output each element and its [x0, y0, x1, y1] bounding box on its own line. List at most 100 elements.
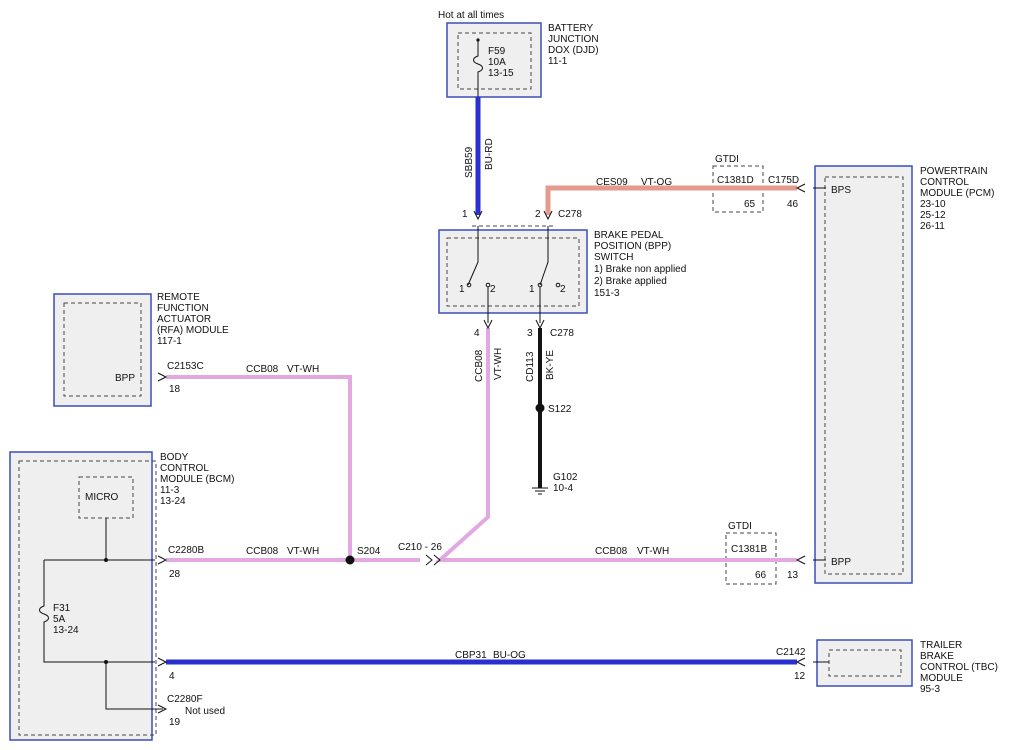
bcm-name-line: 11-3 — [160, 485, 180, 496]
arrow-icon — [535, 319, 545, 330]
rfa-name-line: 117-1 — [157, 336, 182, 347]
fuse-f59-symbol — [473, 40, 483, 97]
gtdi-top-pin: 65 — [744, 199, 756, 210]
pcm-bps-signal: BPS — [831, 185, 851, 196]
tbc-name-line: TRAILER — [920, 640, 962, 651]
bpp-bottom-connector: C278 — [550, 328, 574, 339]
bcm-pin-19: 19 — [169, 717, 181, 728]
arrow-icon — [157, 555, 168, 565]
wire-cbp31-circuit: CBP31 — [455, 650, 487, 661]
wire-ces09-circuit: CES09 — [596, 177, 628, 188]
fuse-f59-rating: 10A — [488, 57, 506, 68]
bpp-left-switch-blade — [467, 226, 479, 286]
rfa-name-line: FUNCTION — [157, 303, 209, 314]
pcm-name-line: 26-11 — [920, 221, 945, 232]
battery-junction-box: Hot at all times F59 10A 13-15 BATTERY J… — [438, 10, 599, 98]
wire-cbp31: CBP31 BU-OG — [166, 650, 797, 665]
arrow-icon — [795, 555, 806, 565]
bcm-module: MICRO BODY CONTROL MODULE (BCM) 11-3 13-… — [9, 451, 234, 741]
bpp-name-line: SWITCH — [594, 252, 633, 263]
arrow-icon — [795, 657, 806, 667]
wire-ccb08-bcm: CCB08 VT-WH S204 C210 - 26 — [166, 542, 442, 565]
fuse-f59-terminal — [476, 38, 480, 42]
bcm-name-line: BODY — [160, 452, 189, 463]
arrow-icon — [795, 183, 806, 193]
gtdi-bottom-connector: GTDI C1381B 66 — [725, 521, 777, 585]
rfa-name-line: ACTUATOR — [157, 314, 211, 325]
bpp-contact-label: 2 — [490, 284, 496, 295]
wire-ces09-line — [545, 185, 797, 215]
pcm-bpp-signal: BPP — [831, 557, 851, 568]
bpp-contact-label: 1 — [529, 284, 535, 295]
pcm-pin-bpp: 13 — [787, 570, 799, 581]
bcm-fuse-ref: 13-24 — [53, 625, 79, 636]
bpp-right-switch-blade — [539, 226, 549, 286]
bpp-top-connector: C278 — [558, 209, 582, 220]
bpp-contact-label: 2 — [560, 284, 566, 295]
wire-ccb08-color: VT-WH — [493, 348, 504, 380]
arrow-icon — [813, 187, 829, 663]
arrow-icon — [157, 372, 168, 382]
rfa-module: BPP REMOTE FUNCTION ACTUATOR (RFA) MODUL… — [53, 292, 229, 407]
wire-ccb08-color: VT-WH — [287, 546, 319, 557]
wire-ccb08-bpp: CCB08 VT-WH CCB08 VT-WH 4 — [434, 328, 797, 562]
bcm-name-line: CONTROL — [160, 463, 209, 474]
bcm-name-line: MODULE (BCM) — [160, 474, 234, 485]
connector-arrows — [157, 183, 829, 714]
bcm-name-line: 13-24 — [160, 496, 186, 507]
bpp-name-line: BRAKE PEDAL — [594, 230, 664, 241]
bpp-pin-3: 3 — [527, 328, 533, 339]
bcm-connector-f: C2280F — [167, 694, 203, 705]
rfa-pin: 18 — [169, 384, 181, 395]
tbc-module: C2142 12 TRAILER BRAKE CONTROL (TBC) MOD… — [776, 639, 998, 695]
splice-s122-label: S122 — [548, 404, 572, 415]
tbc-name-line: BRAKE — [920, 651, 954, 662]
pcm-module: BPS BPP C175D 46 13 POWERTRAIN CONTROL M… — [768, 165, 994, 584]
bpp-name-line: 2) Brake applied — [594, 276, 667, 287]
wire-ccb08-circuit: CCB08 — [474, 349, 485, 382]
pcm-name-line: CONTROL — [920, 177, 969, 188]
bpp-internal-wire — [487, 287, 541, 323]
bcm-internal-wiring — [39, 518, 155, 710]
bpp-pin-2: 2 — [535, 209, 541, 220]
wire-ccb08-circuit: CCB08 — [246, 546, 279, 557]
bcm-pin-4: 4 — [169, 671, 175, 682]
ground-ref: 10-4 — [553, 483, 573, 494]
bcm-fuse-name: F31 — [53, 603, 71, 614]
bcm-fuse-rating: 5A — [53, 614, 66, 625]
bcm-micro-label: MICRO — [85, 492, 119, 503]
wire-cd113-circuit: CD113 — [525, 351, 536, 382]
ground-name: G102 — [553, 472, 578, 483]
wire-ccb08-rfa-line — [166, 375, 352, 560]
pcm-name-line: MODULE (PCM) — [920, 188, 994, 199]
djb-name-line: BATTERY — [548, 23, 594, 34]
tbc-name-line: CONTROL (TBC) — [920, 662, 998, 673]
wire-sbb59-color: BU-RD — [484, 138, 495, 170]
wire-ces09-color: VT-OG — [641, 177, 672, 188]
bpp-right-contact-2 — [555, 282, 561, 288]
bpp-switch: BRAKE PEDAL POSITION (BPP) SWITCH 1) Bra… — [438, 225, 686, 323]
inline-connector-label: C210 - 26 — [398, 542, 442, 553]
djb-name-line: DOX (DJD) — [548, 45, 599, 56]
splice-s122 — [535, 403, 545, 413]
bcm-pin-28: 28 — [169, 569, 181, 580]
bpp-left-contact-2 — [485, 282, 491, 288]
pcm-pin-bps: 46 — [787, 199, 799, 210]
bpp-right-contact-1 — [537, 282, 543, 288]
bcm-connector-b: C2280B — [168, 545, 204, 556]
gtdi-bottom-connector-id: C1381B — [731, 544, 767, 555]
tbc-pin: 12 — [794, 671, 806, 682]
pcm-name-line: 23-10 — [920, 199, 946, 210]
tbc-connector: C2142 — [776, 647, 806, 658]
wire-ccb08-color: VT-WH — [637, 546, 669, 557]
splice-s204-label: S204 — [357, 546, 381, 557]
wire-ccb08-circuit: CCB08 — [246, 364, 279, 375]
gtdi-top-label: GTDI — [715, 154, 739, 165]
wire-ces09: CES09 VT-OG 2 C278 — [535, 177, 797, 220]
gtdi-top-connector: GTDI C1381D 65 — [712, 154, 764, 213]
gtdi-top-connector-id: C1381D — [717, 175, 754, 186]
bpp-pin-1: 1 — [462, 209, 468, 220]
rfa-name-line: REMOTE — [157, 292, 200, 303]
fuse-f59-name: F59 — [488, 46, 506, 57]
arrow-icon — [483, 319, 493, 330]
